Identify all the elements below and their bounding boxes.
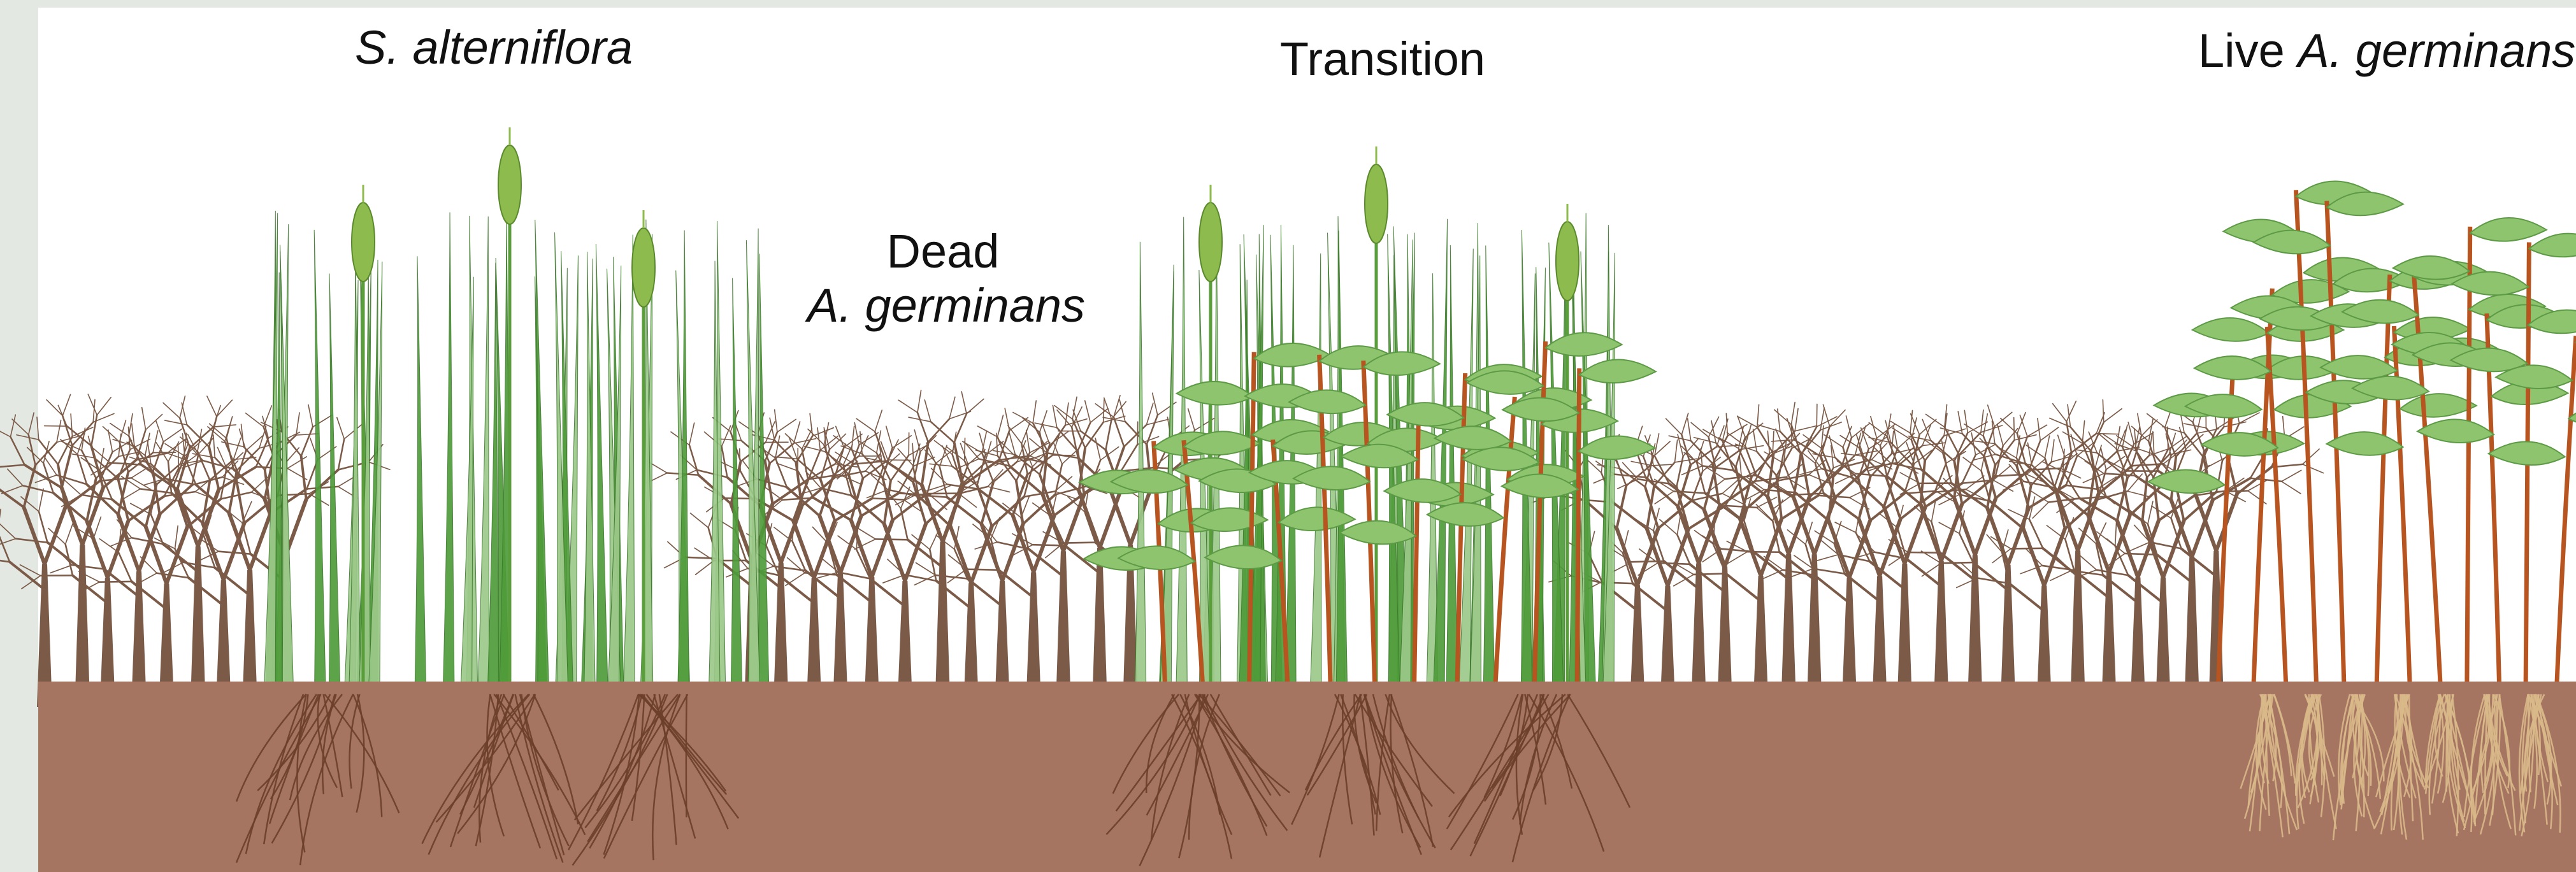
label-live-a-germinans: Live A. germinans [2198, 24, 2575, 77]
label-dead-species: A. germinans [805, 279, 1085, 332]
label-dead: Dead [887, 225, 1000, 278]
label-s-alterniflora: S. alterniflora [355, 21, 633, 74]
soil-layer [38, 682, 2576, 872]
label-transition: Transition [1280, 32, 1485, 85]
label-live-prefix: Live [2198, 24, 2298, 77]
label-live-species: A. germinans [2295, 24, 2575, 77]
